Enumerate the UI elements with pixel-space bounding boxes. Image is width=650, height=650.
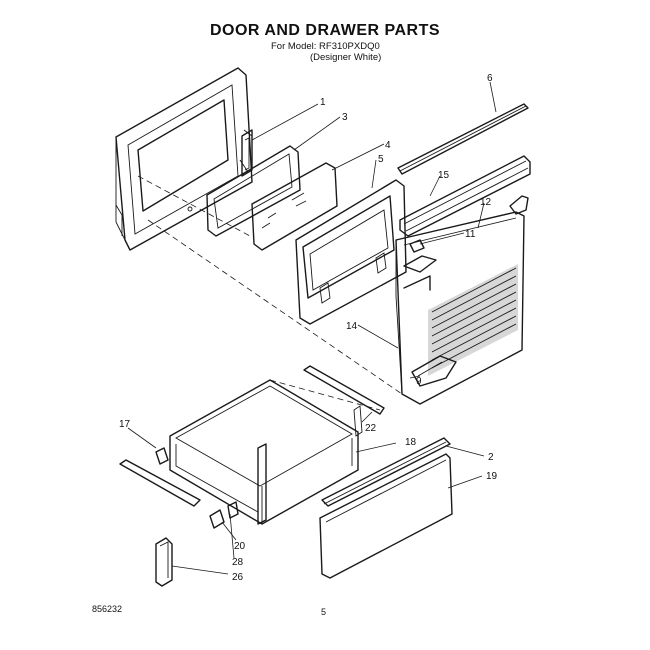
- variant-line: (Designer White): [310, 52, 382, 63]
- model-line: For Model: RF310PXDQ0: [271, 41, 380, 52]
- callout-28: 28: [232, 557, 244, 568]
- callout-1: 1: [320, 97, 326, 108]
- page-title: DOOR AND DRAWER PARTS: [209, 22, 441, 39]
- drawer-trim-part-2: [321, 437, 451, 507]
- callout-11: 11: [465, 229, 476, 240]
- callout-6: 6: [487, 73, 493, 84]
- left-slide-rail: [119, 459, 201, 507]
- door-outer-panel-part-14: [395, 211, 525, 405]
- window-glass-part-4: [251, 162, 338, 251]
- drawer-rail-part-22: [303, 365, 385, 437]
- hinge-part-1: [241, 129, 253, 177]
- drawer-rail-part-18: [257, 443, 267, 525]
- callout-5: 5: [378, 154, 384, 165]
- side-panel-part-26: [155, 537, 173, 587]
- handle-part-9: [403, 255, 457, 387]
- callout-3: 3: [342, 112, 348, 123]
- callout-20: 20: [234, 541, 246, 552]
- callout-22: 22: [365, 423, 377, 434]
- callout-12: 12: [480, 197, 492, 208]
- doc-number: 856232: [92, 604, 123, 614]
- door-trim-strip-part-6: [397, 103, 529, 175]
- callout-14: 14: [346, 321, 358, 332]
- leader-lines: [127, 81, 497, 575]
- page-number: 5: [321, 607, 327, 617]
- callout-26: 26: [232, 572, 244, 583]
- roller-part-20: [209, 501, 239, 529]
- callout-2: 2: [488, 452, 494, 463]
- drawer-glide-part-17: [155, 447, 169, 465]
- callout-labels: 1 3 4 5 6 15 12 11 14 9 22 17 18 2 19 20…: [119, 73, 498, 583]
- door-gasket-part-3: [206, 145, 301, 237]
- callout-18: 18: [405, 437, 417, 448]
- inner-door-panel-part-5: [295, 179, 407, 325]
- callout-15: 15: [438, 170, 450, 181]
- callout-19: 19: [486, 471, 498, 482]
- assembly-lines: [137, 175, 403, 411]
- bracket-part-12: [509, 195, 529, 215]
- callout-9: 9: [416, 376, 422, 387]
- vent-trim-part-15: [399, 155, 531, 237]
- callout-17: 17: [119, 419, 131, 430]
- handle-end-part-11: [409, 239, 425, 253]
- drawer-front-panel-part-19: [319, 453, 453, 579]
- callout-4: 4: [385, 140, 391, 151]
- door-outer-frame: [115, 67, 253, 251]
